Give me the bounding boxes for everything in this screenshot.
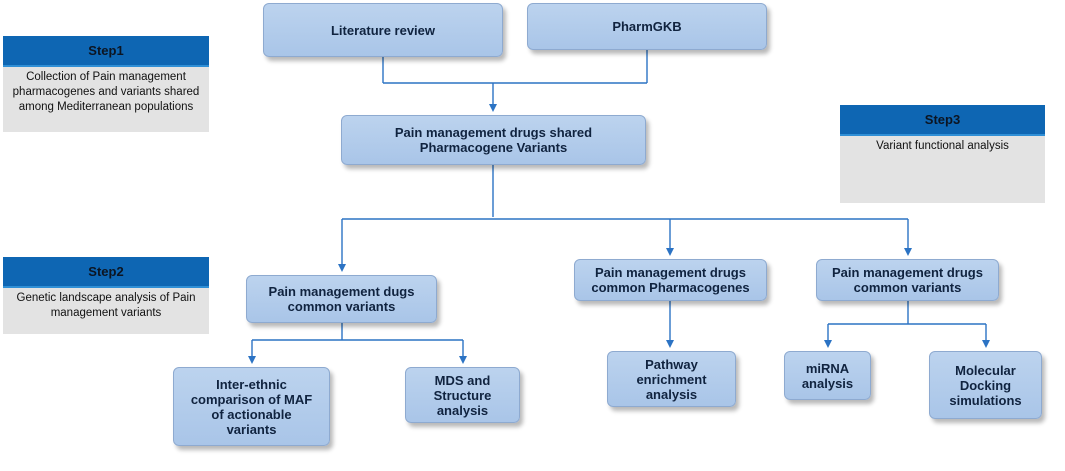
step2-description: Genetic landscape analysis of Pain manag…: [16, 292, 196, 319]
step1-panel: Step1 Collection of Pain management phar…: [3, 36, 209, 132]
node-literature-review: Literature review: [263, 3, 503, 57]
node-molecular-docking: Molecular Docking simulations: [929, 351, 1042, 419]
step2-panel: Step2 Genetic landscape analysis of Pain…: [3, 257, 209, 334]
node-pharmgkb: PharmGKB: [527, 3, 767, 50]
step3-panel: Step3 Variant functional analysis: [840, 105, 1045, 203]
step3-label: Step3: [840, 105, 1045, 136]
step1-label: Step1: [3, 36, 209, 67]
node-common-variants-right: Pain management drugs common variants: [816, 259, 999, 301]
node-shared-variants: Pain management drugs shared Pharmacogen…: [341, 115, 646, 165]
node-common-pharmacogenes: Pain management drugs common Pharmacogen…: [574, 259, 767, 301]
node-inter-ethnic-maf: Inter-ethnic comparison of MAF of action…: [173, 367, 330, 446]
step2-label: Step2: [3, 257, 209, 288]
node-mds-structure: MDS and Structure analysis: [405, 367, 520, 423]
node-mirna-analysis: miRNA analysis: [784, 351, 871, 400]
node-common-variants-left: Pain management dugs common variants: [246, 275, 437, 323]
step3-description: Variant functional analysis: [876, 140, 1009, 152]
node-pathway-enrichment: Pathway enrichment analysis: [607, 351, 736, 407]
step1-description: Collection of Pain management pharmacoge…: [12, 71, 200, 113]
